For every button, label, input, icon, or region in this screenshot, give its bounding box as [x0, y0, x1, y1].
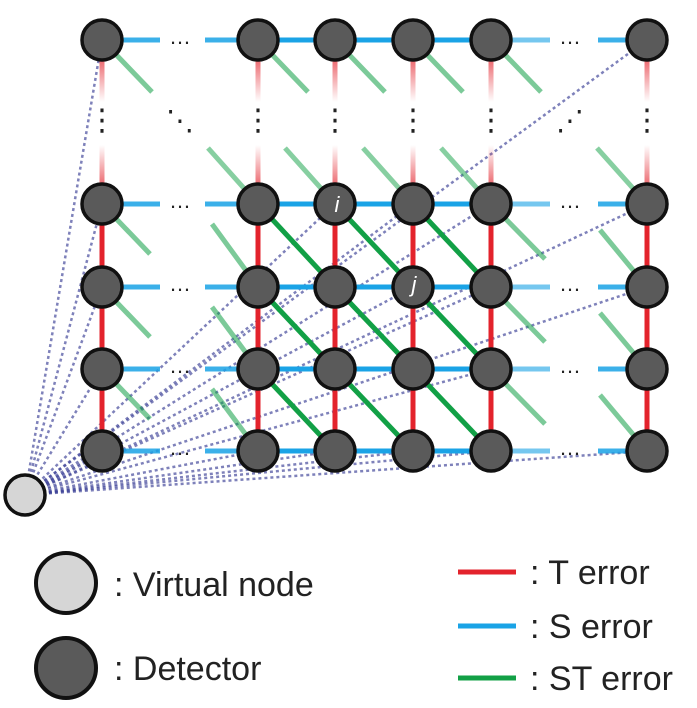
legend-detector-label: : Detector: [114, 650, 261, 688]
vellipsis-col3: ⋮: [398, 104, 428, 137]
detector-node-r3-c3: [391, 347, 435, 391]
legend-s-error-label: : S error: [530, 608, 653, 646]
detector-node-r0-c4: [469, 18, 513, 62]
virtual-link-0: [23, 203, 104, 496]
legend-virtual-node-icon: [34, 551, 98, 615]
detector-node-r4-c5: [625, 429, 669, 473]
virtual-link-6: [24, 449, 336, 497]
virtual-node: [3, 473, 47, 517]
t-edge-fade-up-c1: [255, 145, 261, 204]
virtual-link-9: [24, 449, 648, 497]
detector-node-r3-c4: [469, 347, 513, 391]
t-edge-fade-down-c5: [644, 40, 650, 102]
vellipsis-col4: ⋮: [476, 104, 506, 137]
virtual-link-2: [23, 368, 104, 496]
dellipsis-left: ⋱: [166, 105, 194, 136]
t-edge-fade-down-c2: [332, 40, 338, 102]
t-edge-fade-down-c1: [255, 40, 261, 102]
dellipsis-right: ⋰: [556, 105, 584, 136]
detector-node-r0-c0: [80, 18, 124, 62]
t-edge-fade-up-c0: [99, 145, 105, 204]
t-edge-fade-up-c4: [488, 145, 494, 204]
detector-node-r1-c5: [625, 182, 669, 226]
detector-node-r4-c4: [469, 429, 513, 473]
hellipsis-row4-right: …: [559, 435, 581, 460]
vellipsis-col2: ⋮: [320, 104, 350, 137]
legend-detector-icon: [34, 636, 98, 700]
vellipsis-col1: ⋮: [243, 104, 273, 137]
node-label-j: j: [409, 272, 418, 297]
detector-node-r3-c5: [625, 347, 669, 391]
legend-virtual-node-label: : Virtual node: [114, 566, 314, 604]
hellipsis-row3-left: …: [169, 353, 191, 378]
detector-node-r2-c4: [469, 265, 513, 309]
detector-node-r0-c2: [313, 18, 357, 62]
detector-node-r1-c2: [313, 182, 357, 226]
node-label-i: i: [335, 192, 341, 217]
virtual-link-10: [24, 203, 336, 496]
t-edge-fade-down-c3: [410, 40, 416, 102]
t-edge-fade-down-c0: [99, 40, 105, 102]
detector-node-r1-c4: [469, 182, 513, 226]
vertical-ellipses: ⋮ ⋮ ⋮ ⋮ ⋮ ⋮ ⋱ ⋰: [87, 104, 662, 137]
legend: : Virtual node : Detector : T error : S …: [34, 551, 673, 700]
detector-node-r1-c0: [80, 182, 124, 226]
detector-node-r3-c1: [236, 347, 280, 391]
t-edge-fade-up-c5: [644, 145, 650, 204]
detector-node-r4-c0: [80, 429, 124, 473]
detector-node-r1-c3: [391, 182, 435, 226]
st-error-edges: [100, 38, 649, 453]
legend-t-error-label: : T error: [530, 554, 650, 592]
detector-node-r0-c5: [625, 18, 669, 62]
detector-node-r2-c2: [313, 265, 357, 309]
detector-node-r4-c1: [236, 429, 280, 473]
detector-node-r3-c0: [80, 347, 124, 391]
detector-node-r2-c5: [625, 265, 669, 309]
hellipsis-row2-right: …: [559, 271, 581, 296]
detector-nodes: [3, 18, 669, 517]
t-edge-fade-up-c2: [332, 145, 338, 204]
detector-node-r3-c2: [313, 347, 357, 391]
hellipsis-top-right: …: [559, 24, 581, 49]
vellipsis-col0: ⋮: [87, 104, 117, 137]
detector-node-r4-c2: [313, 429, 357, 473]
detector-node-r0-c3: [391, 18, 435, 62]
vellipsis-col5: ⋮: [632, 104, 662, 137]
detector-node-r2-c0: [80, 265, 124, 309]
hellipsis-row1-right: …: [559, 188, 581, 213]
hellipsis-row3-right: …: [559, 353, 581, 378]
virtual-link-18: [24, 285, 648, 497]
detector-node-r4-c3: [391, 429, 435, 473]
legend-st-error-label: : ST error: [530, 660, 673, 698]
hellipsis-row1-left: …: [169, 188, 191, 213]
horizontal-ellipses: … … … … … … … … … …: [169, 24, 581, 460]
detector-node-r2-c1: [236, 265, 280, 309]
hellipsis-row2-left: …: [169, 271, 191, 296]
virtual-link-1: [23, 286, 104, 496]
hellipsis-row4-left: …: [169, 435, 191, 460]
detector-node-r1-c1: [236, 182, 280, 226]
virtual-link-4: [23, 39, 104, 496]
hellipsis-top-left: …: [169, 24, 191, 49]
t-edge-fade-up-c3: [410, 145, 416, 204]
detector-node-r0-c1: [236, 18, 280, 62]
t-edge-fade-down-c4: [488, 40, 494, 102]
detector-node-r2-c3: [391, 265, 435, 309]
